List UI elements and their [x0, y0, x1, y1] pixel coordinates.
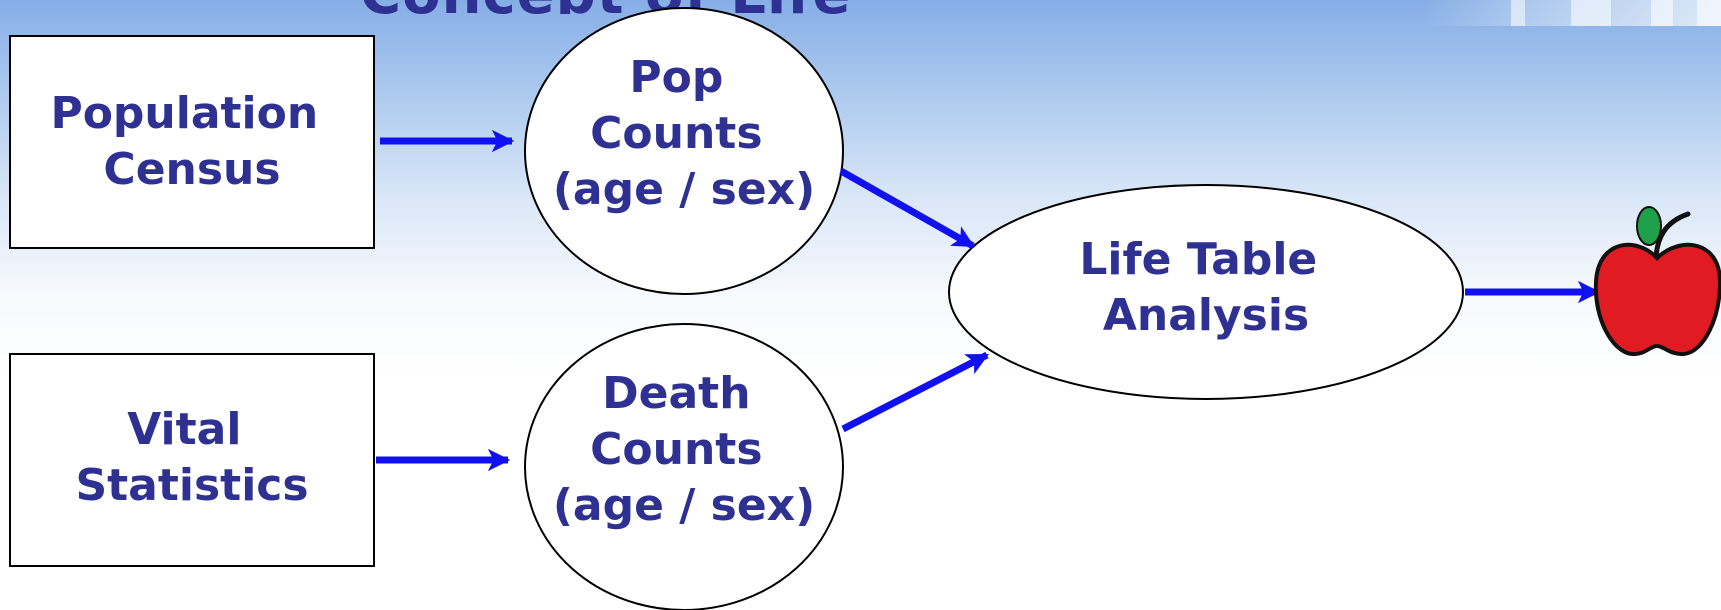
population-census-box: Population Census: [9, 35, 375, 249]
death-counts-circle: Death Counts (age / sex): [524, 323, 844, 610]
svg-text:Life Table Analysis: Life Table Analysis: [1079, 234, 1332, 341]
svg-text:Death Counts (age: Death Counts (age / sex): [553, 368, 815, 531]
svg-text:Pop Counts (age /: Pop Counts (age / sex): [553, 52, 815, 215]
header-decoration: [1421, 0, 1721, 26]
death-counts-line-3: (age / sex): [553, 480, 815, 531]
vital-statistics-line-1: Vital: [127, 404, 241, 455]
svg-text:Population Census: Population Census: [50, 88, 333, 195]
death-counts-line-1: Death: [602, 368, 750, 419]
population-census-line-2: Census: [103, 144, 280, 195]
pop-counts-line-3: (age / sex): [553, 164, 815, 215]
life-table-analysis-line-2: Analysis: [1103, 290, 1309, 341]
pop-counts-line-2: Counts: [590, 108, 762, 159]
svg-text:Vital Statistics: Vital Statistics: [75, 404, 308, 511]
population-census-line-1: Population: [50, 88, 318, 139]
vital-statistics-line-2: Statistics: [75, 460, 308, 511]
death-counts-line-2: Counts: [590, 424, 762, 475]
pop-counts-line-1: Pop: [629, 52, 723, 103]
slide-title: Concept of Life Ta: [360, 0, 920, 14]
arrow-pop-to-analysis: [839, 167, 975, 250]
pop-counts-circle: Pop Counts (age / sex): [524, 7, 844, 295]
apple-icon: [1593, 206, 1721, 357]
life-table-analysis-line-1: Life Table: [1079, 234, 1317, 285]
arrow-death-to-analysis: [841, 351, 989, 433]
vital-statistics-box: Vital Statistics: [9, 353, 375, 567]
life-table-analysis-ellipse: Life Table Analysis: [948, 184, 1464, 400]
